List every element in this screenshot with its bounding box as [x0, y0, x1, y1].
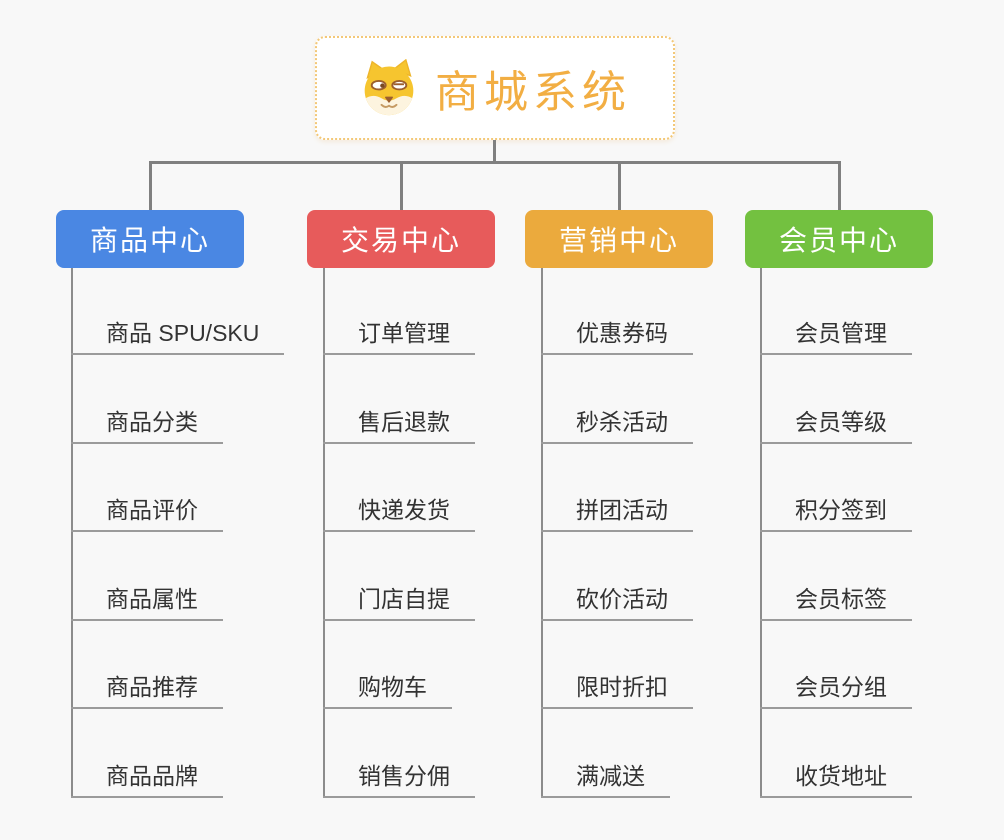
leaf-node-2-2[interactable]: 拼团活动	[541, 490, 693, 532]
leaf-node-0-1[interactable]: 商品分类	[71, 402, 223, 444]
leaf-node-1-3[interactable]: 门店自提	[323, 579, 475, 621]
leaf-node-1-1[interactable]: 售后退款	[323, 402, 475, 444]
branch-node-3[interactable]: 会员中心	[745, 210, 933, 268]
leaf-node-2-3[interactable]: 砍价活动	[541, 579, 693, 621]
leaf-node-3-2[interactable]: 积分签到	[760, 490, 912, 532]
dog-face-icon	[359, 58, 419, 117]
leaf-node-1-5[interactable]: 销售分佣	[323, 756, 475, 798]
leaf-node-3-1[interactable]: 会员等级	[760, 402, 912, 444]
root-node[interactable]: 商城系统	[315, 36, 675, 140]
leaf-node-0-0[interactable]: 商品 SPU/SKU	[71, 313, 285, 355]
leaf-node-3-0[interactable]: 会员管理	[760, 313, 912, 355]
branch-trunk-line	[760, 268, 762, 798]
leaf-node-1-0[interactable]: 订单管理	[323, 313, 475, 355]
leaf-node-2-5[interactable]: 满减送	[541, 756, 670, 798]
leaf-node-1-2[interactable]: 快递发货	[323, 490, 475, 532]
leaf-node-3-5[interactable]: 收货地址	[760, 756, 912, 798]
leaf-node-2-1[interactable]: 秒杀活动	[541, 402, 693, 444]
branch-drop-line	[399, 161, 403, 210]
leaf-node-0-3[interactable]: 商品属性	[71, 579, 223, 621]
leaf-node-3-4[interactable]: 会员分组	[760, 667, 912, 709]
branch-trunk-line	[71, 268, 73, 798]
branch-drop-line	[617, 161, 621, 210]
leaf-node-3-3[interactable]: 会员标签	[760, 579, 912, 621]
branch-node-0[interactable]: 商品中心	[56, 210, 244, 268]
leaf-node-2-4[interactable]: 限时折扣	[541, 667, 693, 709]
branch-node-1[interactable]: 交易中心	[307, 210, 495, 268]
branch-bus-line	[148, 161, 841, 164]
branch-drop-line	[837, 161, 841, 210]
branch-node-2[interactable]: 营销中心	[525, 210, 713, 268]
leaf-node-0-2[interactable]: 商品评价	[71, 490, 223, 532]
branch-drop-line	[148, 161, 152, 210]
leaf-node-0-5[interactable]: 商品品牌	[71, 756, 223, 798]
root-stem-line	[493, 140, 496, 164]
leaf-node-1-4[interactable]: 购物车	[323, 667, 452, 709]
leaf-node-0-4[interactable]: 商品推荐	[71, 667, 223, 709]
leaf-node-2-0[interactable]: 优惠券码	[541, 313, 693, 355]
root-title: 商城系统	[435, 68, 631, 117]
branch-trunk-line	[541, 268, 543, 798]
branch-trunk-line	[323, 268, 325, 798]
